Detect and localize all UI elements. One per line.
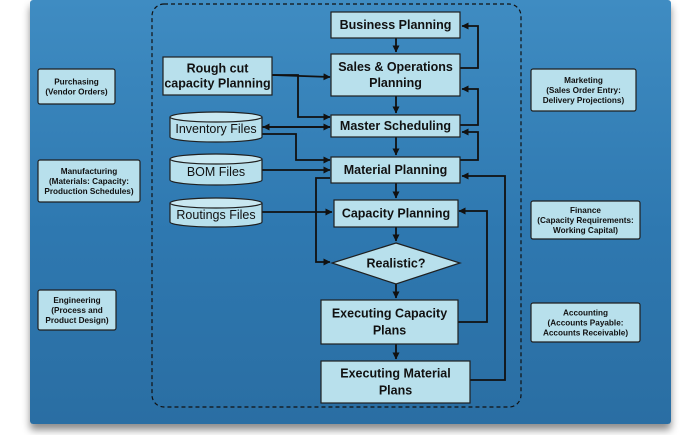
label-line: (Sales Order Entry: [546,86,621,95]
label-line: (Process and [51,306,102,315]
department-purchasing: Purchasing(Vendor Orders) [37,68,116,105]
business-planning-label: Business Planning [340,18,452,32]
realistic-label: Realistic? [366,257,425,271]
master-scheduling-label: Master Scheduling [340,119,451,133]
material-planning-box: Material Planning [330,156,461,184]
department-marketing-label: Marketing(Sales Order Entry:Delivery Pro… [543,76,625,105]
department-finance: Finance(Capacity Requirements:Working Ca… [530,200,641,240]
label-line: (Materials: Capacity: [49,177,129,186]
label-line: Executing Material [340,367,450,381]
bom-files-label: BOM Files [187,165,245,179]
label-line: Master Scheduling [340,119,451,133]
label-line: capacity Planning [164,77,270,91]
label-line: Planning [369,76,422,90]
routings-files-db: Routings Files [169,197,263,228]
label-line: Executing Capacity [332,307,447,321]
label-line: Product Design) [45,316,109,325]
feedback-sop-to-business [460,22,479,69]
arrow-material-to-realistic [315,177,331,266]
system-boundary [151,3,522,408]
routings-files-label: Routings Files [176,208,255,222]
arrow-roughcut-to-master [272,74,331,121]
label-line: Material Planning [344,163,448,177]
arrow-roughcut-to-sop [271,73,331,81]
capacity-planning-box: Capacity Planning [333,199,459,228]
label-line: Plans [373,324,406,338]
feedback-exec-capacity-to-capacity [458,207,488,323]
label-line: Manufacturing [61,167,117,176]
label-line: Sales & Operations [338,60,453,74]
department-accounting-label: Accounting(Accounts Payable:Accounts Rec… [543,308,628,337]
material-planning-label: Material Planning [344,163,448,177]
label-line: Marketing [564,76,603,85]
business-planning-box: Business Planning [330,11,461,39]
label-line: (Capacity Requirements: [537,216,633,225]
label-line: Delivery Projections) [543,96,625,105]
label-line: Plans [379,384,412,398]
department-accounting: Accounting(Accounts Payable:Accounts Rec… [530,302,641,343]
department-marketing: Marketing(Sales Order Entry:Delivery Pro… [530,68,637,112]
label-line: Purchasing [54,77,99,86]
department-manufacturing-label: Manufacturing(Materials: Capacity:Produc… [44,167,133,196]
inventory-files-db: Inventory Files [169,111,263,143]
label-line: Production Schedules) [44,187,133,196]
label-line: Working Capital) [553,226,618,235]
label-line: Realistic? [366,257,425,271]
feedback-material-to-master [460,128,479,161]
bom-files-db: BOM Files [169,153,263,186]
connectors [262,22,506,381]
inventory-files-label: Inventory Files [175,122,256,136]
label-line: Rough cut [187,62,250,76]
label-line: (Vendor Orders) [45,87,108,96]
master-scheduling-box: Master Scheduling [330,114,461,138]
label-line: Accounts Receivable) [543,328,628,337]
department-finance-label: Finance(Capacity Requirements:Working Ca… [537,206,633,235]
label-line: Finance [570,206,601,215]
arrow-inventory-to-material [262,133,331,164]
realistic-decision: Realistic? [330,242,462,285]
feedback-exec-material-to-material [461,172,506,381]
label-line: Accounting [563,308,608,317]
label-line: (Accounts Payable: [548,318,624,327]
label-line: Business Planning [340,18,452,32]
capacity-planning-label: Capacity Planning [342,207,450,221]
department-purchasing-label: Purchasing(Vendor Orders) [45,77,108,96]
label-line: Engineering [53,296,100,305]
department-manufacturing: Manufacturing(Materials: Capacity:Produc… [37,159,141,203]
feedback-master-to-sop [460,85,479,126]
label-line: Capacity Planning [342,207,450,221]
